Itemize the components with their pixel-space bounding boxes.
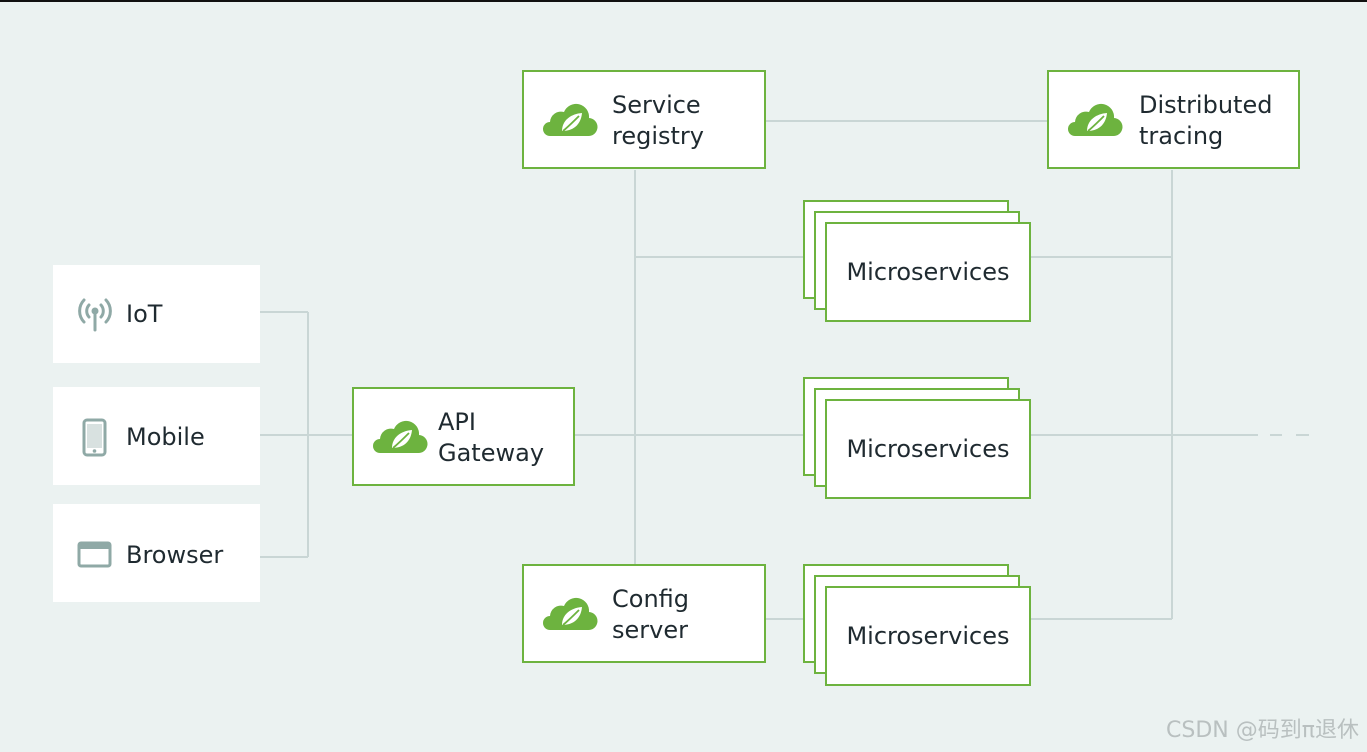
client-browser: Browser xyxy=(53,504,260,602)
microservices-box: Microservices xyxy=(825,586,1031,686)
client-iot: IoT xyxy=(53,265,260,363)
antenna-icon xyxy=(78,298,112,332)
browser-window-icon xyxy=(77,541,112,568)
top-border xyxy=(0,0,1367,2)
distributed-tracing-box: Distributed tracing xyxy=(1047,70,1300,169)
service-registry-label: Service registry xyxy=(612,91,704,150)
distributed-tracing-label: Distributed tracing xyxy=(1139,91,1273,150)
microservices-box: Microservices xyxy=(825,399,1031,499)
client-label-browser: Browser xyxy=(126,541,224,569)
api-gateway-box: API Gateway xyxy=(352,387,575,486)
watermark-text: CSDN @码到π退休 xyxy=(1166,718,1359,743)
config-server-box: Config server xyxy=(522,564,766,663)
microservices-box: Microservices xyxy=(825,222,1031,322)
microservices-label: Microservices xyxy=(846,434,1010,463)
microservices-label: Microservices xyxy=(846,257,1010,286)
mobile-phone-icon xyxy=(82,418,107,457)
spring-cloud-logo-icon xyxy=(543,103,598,137)
client-label-iot: IoT xyxy=(126,300,163,328)
config-server-label: Config server xyxy=(612,585,690,644)
client-mobile: Mobile xyxy=(53,387,260,485)
service-registry-box: Service registry xyxy=(522,70,766,169)
microservices-label: Microservices xyxy=(846,621,1010,650)
spring-cloud-logo-icon xyxy=(373,420,428,454)
spring-cloud-logo-icon xyxy=(543,597,598,631)
api-gateway-label: API Gateway xyxy=(438,408,545,467)
client-label-mobile: Mobile xyxy=(126,423,205,451)
spring-cloud-logo-icon xyxy=(1068,103,1123,137)
